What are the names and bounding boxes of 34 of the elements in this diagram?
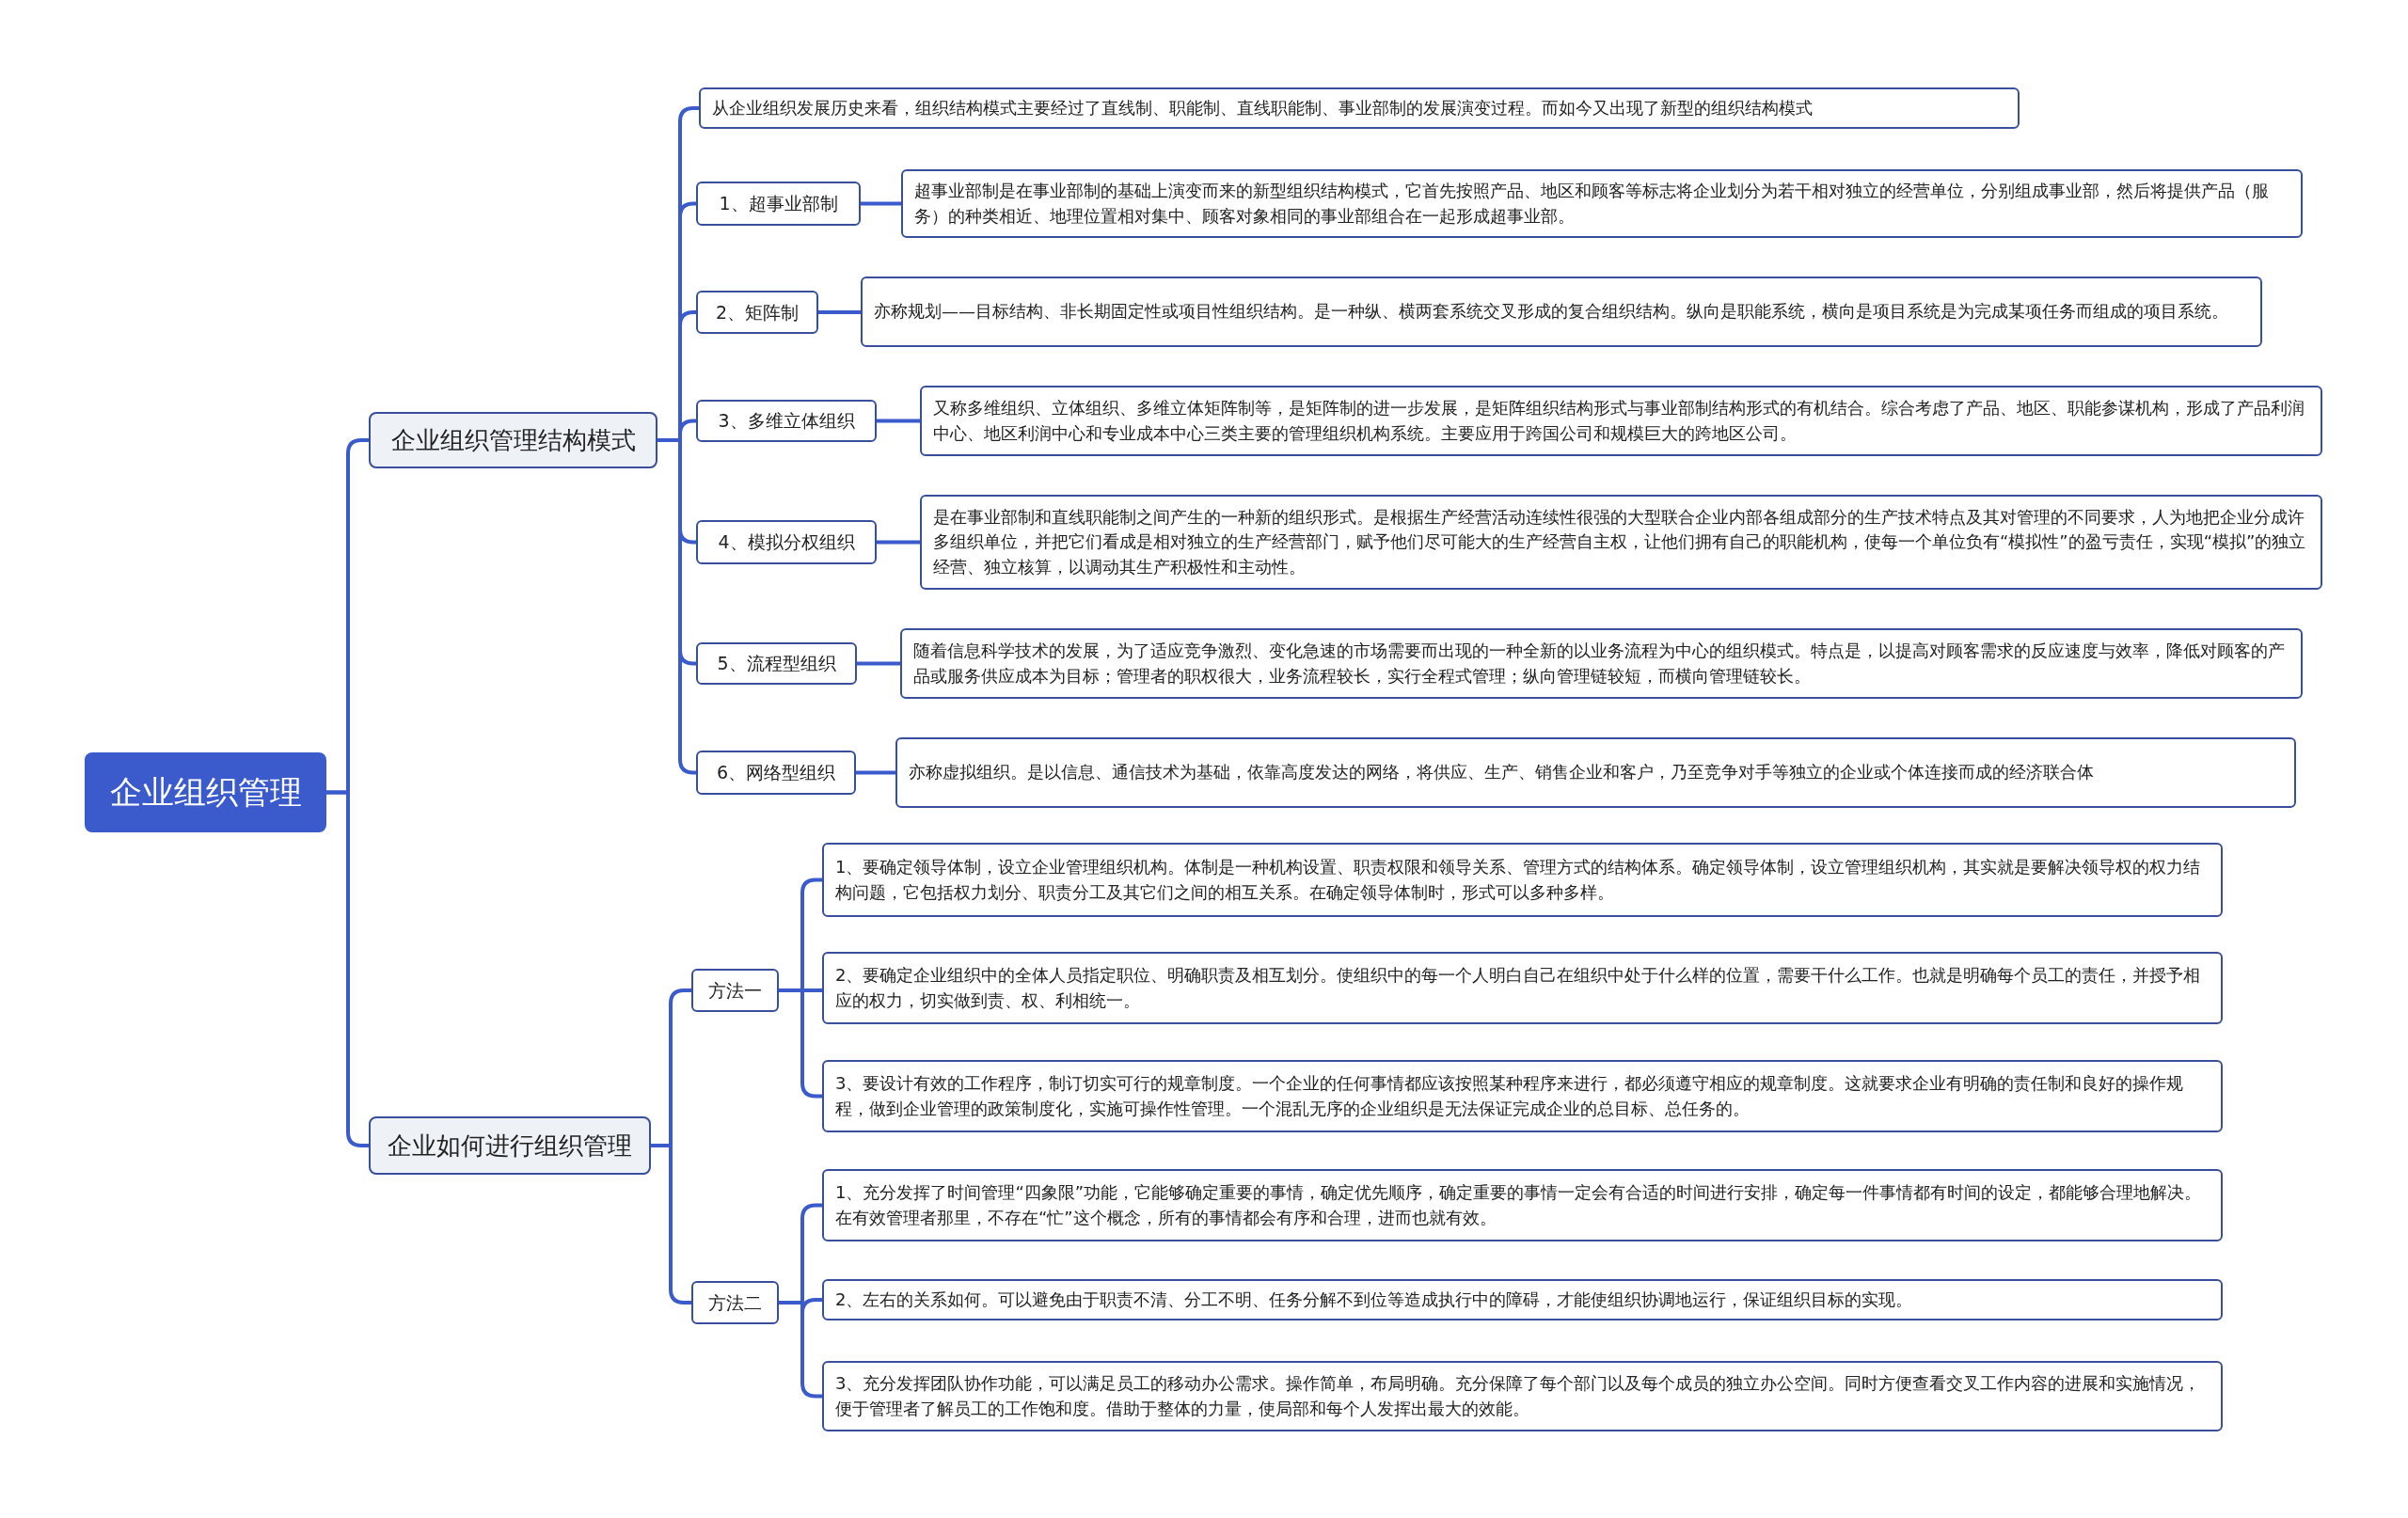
description-box: 2、左右的关系如何。可以避免由于职责不清、分工不明、任务分解不到位等造成执行中的障碍，才能使组织协调地运行，保证组织目标的实现。 — [822, 1279, 2223, 1320]
description-box: 亦称虚拟组织。是以信息、通信技术为基础，依靠高度发达的网络，将供应、生产、销售企业和客户，乃至竞争对手等独立的企业或个体连接而成的经济联合体 — [895, 737, 2296, 808]
connector-line — [877, 419, 920, 423]
description-box: 3、要设计有效的工作程序，制订切实可行的规章制度。一个企业的任何事情都应该按照某种程序来进行，都必须遵守相应的规章制度。这就要求企业有明确的责任制和良好的操作规程，做到企业管理的政策制度化，实施可操作性管理。一个混乱无序的企业组织是无法保证完成企业的总目标、总任务的。 — [822, 1060, 2223, 1132]
subtopic-box: 5、流程型组织 — [696, 642, 857, 685]
connector-line — [857, 661, 900, 666]
connector-line — [818, 310, 861, 314]
description-box: 1、要确定领导体制，设立企业管理组织机构。体制是一种机构设置、职责权限和领导关系、管理方式的结构体系。确定领导体制，设立管理组织机构，其实就是要解决领导权的权力结构问题，它包括权力划分、职责分工及其它们之间的相互关系。在确定领导体制时，形式可以多种多样。 — [822, 843, 2223, 917]
subtopic-box: 2、矩阵制 — [696, 291, 818, 334]
description-box: 3、充分发挥团队协作功能，可以满足员工的移动办公需求。操作简单，布局明确。充分保障了每个部门以及每个成员的独立办公空间。同时方便查看交叉工作内容的进展和实施情况，便于管理者了解员工的工作饱和度。借助于整体的力量，使局部和每个人发挥出最大的效能。 — [822, 1361, 2223, 1431]
connector-line — [877, 540, 920, 545]
topic-box: 企业如何进行组织管理 — [369, 1116, 651, 1175]
subtopic-box: 方法一 — [691, 969, 779, 1012]
connector-line — [779, 1301, 822, 1399]
description-box: 2、要确定企业组织中的全体人员指定职位、明确职责及相互划分。使组织中的每一个人明白自己在组织中处于什么样的位置，需要干什么工作。也就是明确每个员工的责任，并授予相应的权力，切实做到责、权、利相统一。 — [822, 952, 2223, 1024]
subtopic-box: 3、多维立体组织 — [696, 400, 877, 442]
subtopic-box: 1、超事业部制 — [696, 182, 861, 226]
subtopic-box: 6、网络型组织 — [696, 751, 856, 795]
subtopic-box: 方法二 — [691, 1281, 779, 1324]
connector-line — [779, 988, 822, 1099]
description-box: 亦称规划——目标结构、非长期固定性或项目性组织结构。是一种纵、横两套系统交叉形成的复合组织结构。纵向是职能系统，横向是项目系统是为完成某项任务而组成的项目系统。 — [861, 277, 2262, 347]
topic-box: 企业组织管理结构模式 — [369, 412, 657, 468]
description-box: 又称多维组织、立体组织、多维立体矩阵制等，是矩阵制的进一步发展，是矩阵组织结构形式与事业部制结构形式的有机结合。综合考虑了产品、地区、职能参谋机构，形成了产品利润中心、地区利润中心和专业成本中心三类主要的管理组织机构系统。主要应用于跨国公司和规模巨大的跨地区公司。 — [920, 386, 2322, 456]
subtopic-box: 4、模拟分权组织 — [696, 520, 877, 564]
connector-line — [856, 770, 895, 775]
description-box: 1、充分发挥了时间管理“四象限”功能，它能够确定重要的事情，确定优先顺序，确定重要的事情一定会有合适的时间进行安排，确定每一件事情都有时间的设定，都能够合理地解决。在有效管理者那里，不存在“忙”这个概念，所有的事情都会有序和合理，进而也就有效。 — [822, 1169, 2223, 1241]
root-topic-box: 企业组织管理 — [85, 752, 326, 832]
description-box: 随着信息科学技术的发展，为了适应竞争激烈、变化急速的市场需要而出现的一种全新的以业务流程为中心的组织模式。特点是，以提高对顾客需求的反应速度与效率，降低对顾客的产品或服务供应成本为目标；管理者的职权很大，业务流程较长，实行全程式管理；纵向管理链较短，而横向管理链较长。 — [900, 628, 2303, 699]
connector-line — [861, 201, 901, 206]
connector-line — [326, 790, 369, 1147]
description-box: 是在事业部制和直线职能制之间产生的一种新的组织形式。是根据生产经营活动连续性很强的大型联合企业内部各组成部分的生产技术特点及其对管理的不同要求，人为地把企业分成许多组织单位，并把它们看成是相对独立的生产经营部门，赋予他们尽可能大的生产经营自主权，让他们拥有自己的职能机构，使每一个单位负有“模拟性”的盈亏责任，实现“模拟”的独立经营、独立核算，以调动其生产积极性和主动性。 — [920, 495, 2322, 590]
description-box: 从企业组织发展历史来看，组织结构模式主要经过了直线制、职能制、直线职能制、事业部制的发展演变过程。而如今又出现了新型的组织结构模式 — [699, 87, 2020, 129]
connector-line — [651, 1144, 691, 1305]
description-box: 超事业部制是在事业部制的基础上演变而来的新型组织结构模式，它首先按照产品、地区和顾客等标志将企业划分为若干相对独立的经营单位，分别组成事业部，然后将提供产品（服务）的种类相近、地理位置相对集中、顾客对象相同的事业部组合在一起形成超事业部。 — [901, 169, 2303, 238]
